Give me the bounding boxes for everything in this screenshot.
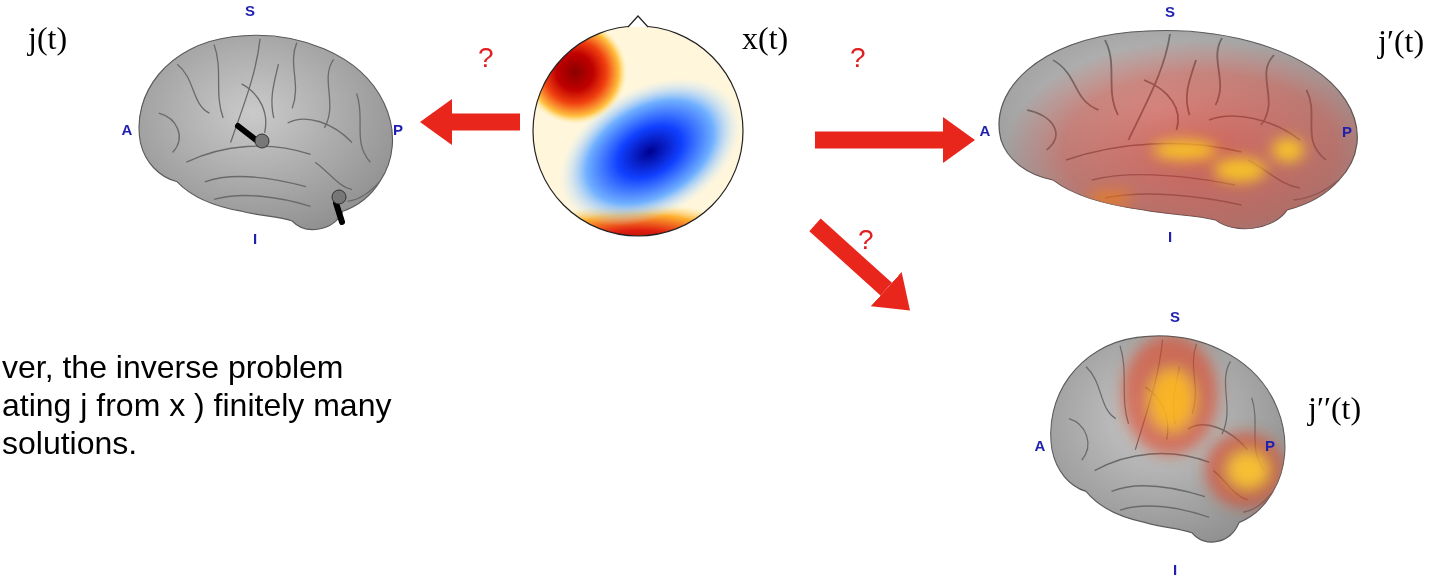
activation-peak	[1214, 158, 1266, 182]
brain-estimate-panel: j′′(t) S A P I	[910, 305, 1400, 581]
signal-label: x(t)	[742, 22, 788, 54]
positive-region	[523, 20, 627, 124]
activation-peak	[1088, 190, 1132, 206]
orientation-letter: I	[253, 231, 257, 246]
topomap-field	[513, 20, 767, 293]
brain-illustration	[139, 35, 393, 229]
question-mark: ?	[858, 226, 874, 254]
brain-source-panel: j(t) S A P I	[20, 5, 420, 250]
orientation-letter: A	[1035, 438, 1046, 453]
dipole-sphere	[255, 134, 269, 148]
question-mark: ?	[850, 44, 866, 72]
orientation-letter: S	[245, 3, 255, 18]
inference-arrow	[815, 225, 886, 289]
dipole-sphere	[332, 190, 346, 204]
brain-illustration	[1051, 336, 1285, 542]
activation-peak	[1228, 452, 1268, 488]
orientation-letter: P	[1342, 124, 1352, 139]
focal-activation	[1122, 335, 1285, 508]
orientation-letter: P	[393, 122, 403, 137]
brain-gyri	[159, 39, 380, 207]
dipole-stick	[238, 126, 256, 140]
question-mark: ?	[478, 44, 494, 72]
dipole-stick	[336, 203, 342, 222]
nose-mark	[628, 16, 648, 27]
orientation-letter: I	[1168, 229, 1172, 244]
source-label: j(t)	[28, 22, 67, 54]
activation-peak	[1272, 138, 1304, 162]
diffuse-activation	[1005, 40, 1395, 260]
activation-cloud	[1005, 40, 1395, 260]
orientation-letter: A	[980, 123, 991, 138]
head-outline	[533, 26, 743, 236]
activation-blob	[1205, 432, 1285, 508]
activation-peak	[1150, 370, 1194, 430]
brain-outline	[1051, 336, 1285, 542]
orientation-letter: S	[1165, 4, 1175, 19]
orientation-letter: P	[1265, 438, 1275, 453]
brain-outline	[139, 35, 393, 229]
orientation-letter: S	[1170, 309, 1180, 324]
activation-blob	[1122, 335, 1218, 455]
eeg-topomap: x(t)	[520, 12, 815, 247]
estimate-label: j′(t)	[1378, 25, 1424, 57]
estimate-label: j′′(t)	[1308, 392, 1361, 424]
inference-arrow	[815, 132, 943, 149]
brain-estimate-panel: j′(t) S A P I	[975, 5, 1440, 250]
inference-arrow	[452, 113, 520, 130]
orientation-letter: A	[122, 122, 133, 137]
activation-peak	[1153, 140, 1217, 160]
orientation-letter: I	[1173, 562, 1177, 577]
body-text: ver, the inverse problem ating j from x …	[2, 348, 392, 462]
